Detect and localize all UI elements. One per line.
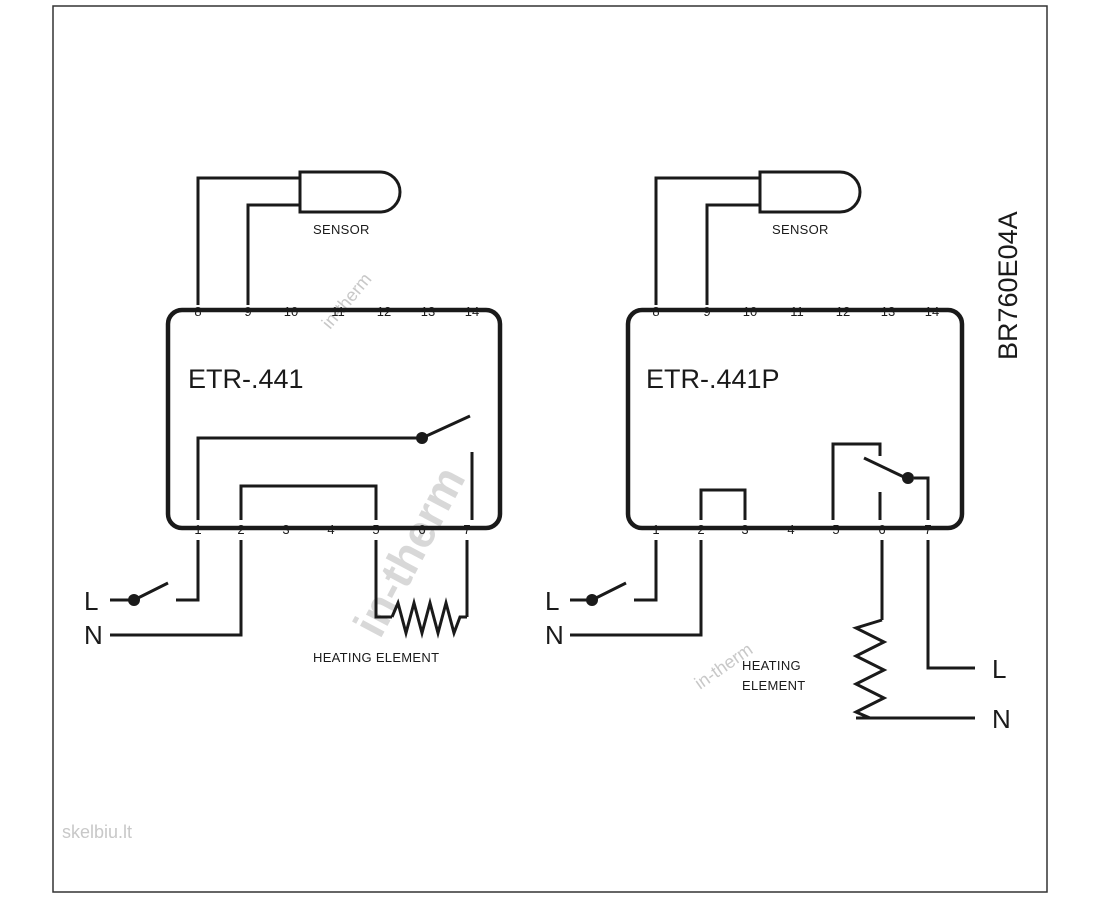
line-switch-blade — [591, 581, 627, 602]
sensor-lead — [705, 203, 760, 305]
sensor-lead — [654, 176, 760, 305]
terminal-label: 10 — [284, 304, 298, 319]
supply-line-wire — [926, 540, 975, 670]
heating-element — [851, 618, 888, 720]
heater-label-line2: ELEMENT — [742, 678, 806, 693]
sensor-label: SENSOR — [772, 222, 829, 237]
drawing-code: BR760E04A — [993, 211, 1023, 360]
terminal-label: 11 — [331, 304, 345, 319]
watermark-site: skelbiu.lt — [62, 822, 132, 842]
internal-bridge — [239, 484, 378, 520]
terminal-label: 13 — [881, 304, 895, 319]
controller-housing — [165, 307, 503, 531]
terminal-label: 6 — [878, 522, 885, 537]
terminal-label: 1 — [194, 522, 201, 537]
neutral-label: N — [84, 620, 103, 650]
terminal-label: 4 — [787, 522, 794, 537]
sensor-label: SENSOR — [313, 222, 370, 237]
terminal-label: 3 — [741, 522, 748, 537]
sensor-lead — [246, 203, 300, 305]
diagram-frame — [52, 5, 1048, 893]
sensor-probe — [758, 170, 862, 214]
terminal-label: 8 — [652, 304, 659, 319]
supply-line-label: L — [992, 654, 1006, 684]
heater-label-line1: HEATING — [742, 658, 801, 673]
relay-contact — [902, 472, 914, 484]
terminal-label: 11 — [790, 304, 804, 319]
terminal-label: 9 — [703, 304, 710, 319]
terminal-label: 2 — [697, 522, 704, 537]
heating-element — [390, 597, 467, 639]
neutral-wire — [110, 540, 243, 637]
neutral-wire — [570, 540, 703, 637]
terminal-label: 5 — [832, 522, 839, 537]
internal-wire — [914, 476, 930, 520]
model-name: ETR-.441P — [646, 364, 780, 394]
line-wire — [176, 540, 200, 602]
terminal-label: 12 — [377, 304, 391, 319]
terminal-label: 5 — [372, 522, 379, 537]
line-label: L — [545, 586, 559, 616]
supply-neutral-label: N — [992, 704, 1011, 734]
terminal-label: 8 — [194, 304, 201, 319]
line-wire — [634, 540, 658, 602]
terminal-label: 4 — [327, 522, 334, 537]
controller-housing — [625, 307, 965, 531]
terminal-label: 9 — [244, 304, 251, 319]
right-unit: SENSOR 8 9 10 11 12 13 14 ETR-.441P 1 2 … — [545, 170, 1011, 734]
terminal-label: 14 — [925, 304, 939, 319]
sensor-lead — [196, 176, 300, 305]
terminal-label: 6 — [418, 522, 425, 537]
terminal-label: 10 — [743, 304, 757, 319]
terminal-label: 14 — [465, 304, 479, 319]
terminal-label: 13 — [421, 304, 435, 319]
line-label: L — [84, 586, 98, 616]
terminal-label: 12 — [836, 304, 850, 319]
terminal-label: 1 — [652, 522, 659, 537]
terminal-label: 7 — [463, 522, 470, 537]
heater-wire — [374, 540, 392, 619]
relay-switch-blade — [863, 456, 907, 480]
terminal-label: 3 — [282, 522, 289, 537]
heater-label: HEATING ELEMENT — [313, 650, 439, 665]
sensor-probe — [298, 170, 402, 214]
terminal-label: 2 — [237, 522, 244, 537]
internal-wire — [196, 436, 420, 520]
terminal-label: 7 — [924, 522, 931, 537]
neutral-label: N — [545, 620, 564, 650]
model-name: ETR-.441 — [188, 364, 304, 394]
internal-wire — [831, 442, 882, 520]
relay-switch-blade — [421, 414, 471, 440]
internal-bridge — [699, 488, 747, 520]
line-switch-blade — [133, 581, 169, 602]
left-unit: SENSOR 8 9 10 11 12 13 14 ETR-.441 1 2 3… — [84, 170, 503, 665]
